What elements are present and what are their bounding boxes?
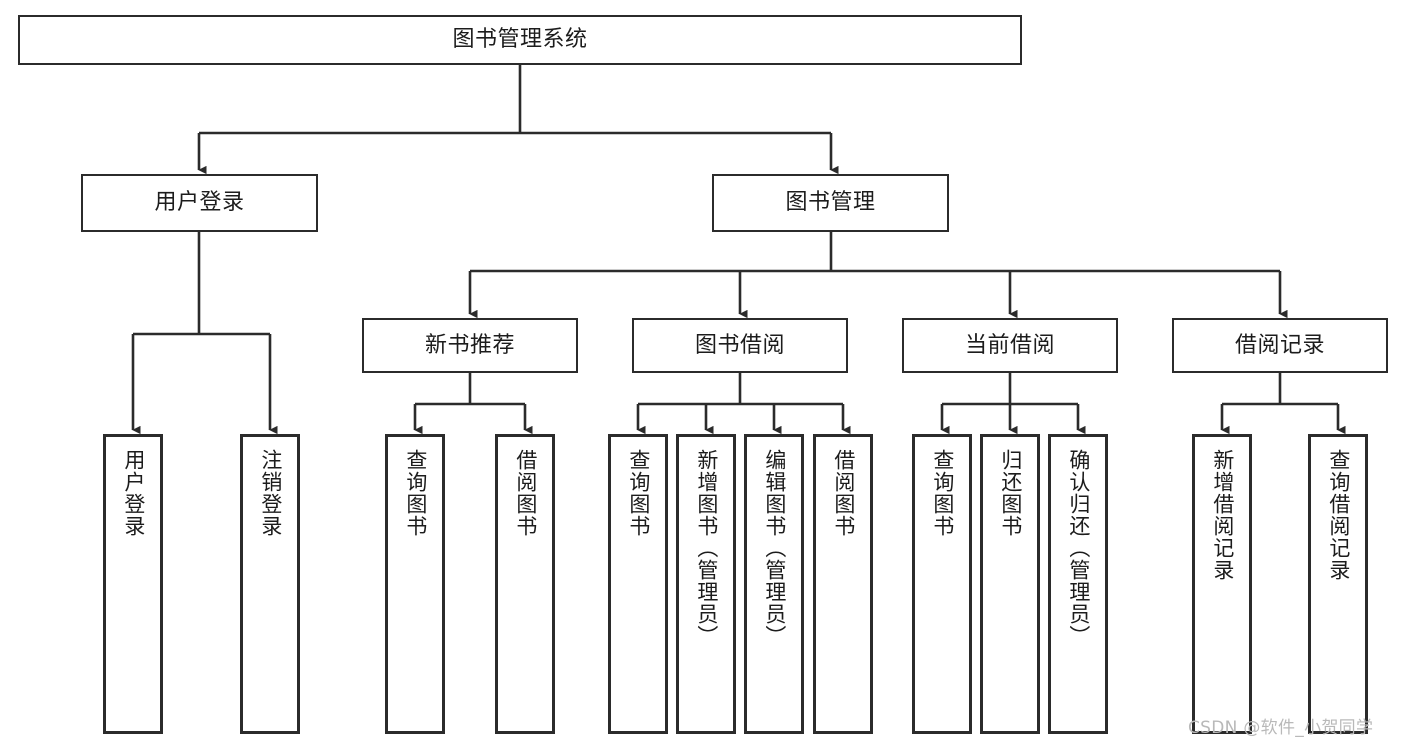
node-leaf-return-book-label: 归还图书 <box>998 449 1023 537</box>
node-leaf-add-book[interactable]: 新增图书（管理员） <box>676 434 736 734</box>
node-leaf-query-book-b[interactable]: 查询图书 <box>608 434 668 734</box>
node-new-book-recommend[interactable]: 新书推荐 <box>362 318 578 373</box>
node-leaf-query-borrow-record[interactable]: 查询借阅记录 <box>1308 434 1368 734</box>
node-user-login-label: 用户登录 <box>154 190 245 216</box>
node-leaf-query-book-c[interactable]: 查询图书 <box>912 434 972 734</box>
node-user-login[interactable]: 用户登录 <box>81 174 318 232</box>
node-book-manage-label: 图书管理 <box>785 190 876 216</box>
node-new-book-recommend-label: 新书推荐 <box>424 332 515 358</box>
node-book-borrow-label: 图书借阅 <box>694 332 785 358</box>
node-leaf-borrow-book-a[interactable]: 借阅图书 <box>495 434 555 734</box>
node-leaf-edit-book[interactable]: 编辑图书（管理员） <box>744 434 804 734</box>
node-current-borrow[interactable]: 当前借阅 <box>902 318 1118 373</box>
csdn-watermark: CSDN @软件_小贺同学 <box>1188 718 1374 738</box>
node-leaf-borrow-book-a-label: 借阅图书 <box>513 449 538 537</box>
node-leaf-query-book-b-label: 查询图书 <box>626 449 651 537</box>
node-leaf-return-book[interactable]: 归还图书 <box>980 434 1040 734</box>
node-borrow-record[interactable]: 借阅记录 <box>1172 318 1388 373</box>
node-leaf-add-book-label: 新增图书（管理员） <box>694 449 719 647</box>
node-borrow-record-label: 借阅记录 <box>1234 332 1325 358</box>
node-leaf-user-logout-label: 注销登录 <box>258 449 283 537</box>
node-root-system-label: 图书管理系统 <box>452 27 588 53</box>
node-leaf-query-borrow-record-label: 查询借阅记录 <box>1326 449 1351 581</box>
node-book-borrow[interactable]: 图书借阅 <box>632 318 848 373</box>
node-leaf-borrow-book-b-label: 借阅图书 <box>831 449 856 537</box>
node-leaf-add-borrow-record[interactable]: 新增借阅记录 <box>1192 434 1252 734</box>
node-leaf-add-borrow-record-label: 新增借阅记录 <box>1210 449 1235 581</box>
node-current-borrow-label: 当前借阅 <box>964 332 1055 358</box>
node-leaf-query-book-a[interactable]: 查询图书 <box>385 434 445 734</box>
node-leaf-query-book-a-label: 查询图书 <box>403 449 428 537</box>
node-leaf-borrow-book-b[interactable]: 借阅图书 <box>813 434 873 734</box>
node-root-system[interactable]: 图书管理系统 <box>18 15 1022 65</box>
node-leaf-user-login-label: 用户登录 <box>121 449 146 537</box>
node-leaf-confirm-return[interactable]: 确认归还（管理员） <box>1048 434 1108 734</box>
node-leaf-confirm-return-label: 确认归还（管理员） <box>1066 449 1091 647</box>
node-leaf-user-login[interactable]: 用户登录 <box>103 434 163 734</box>
node-leaf-edit-book-label: 编辑图书（管理员） <box>762 449 787 647</box>
node-leaf-user-logout[interactable]: 注销登录 <box>240 434 300 734</box>
node-leaf-query-book-c-label: 查询图书 <box>930 449 955 537</box>
node-book-manage[interactable]: 图书管理 <box>712 174 949 232</box>
